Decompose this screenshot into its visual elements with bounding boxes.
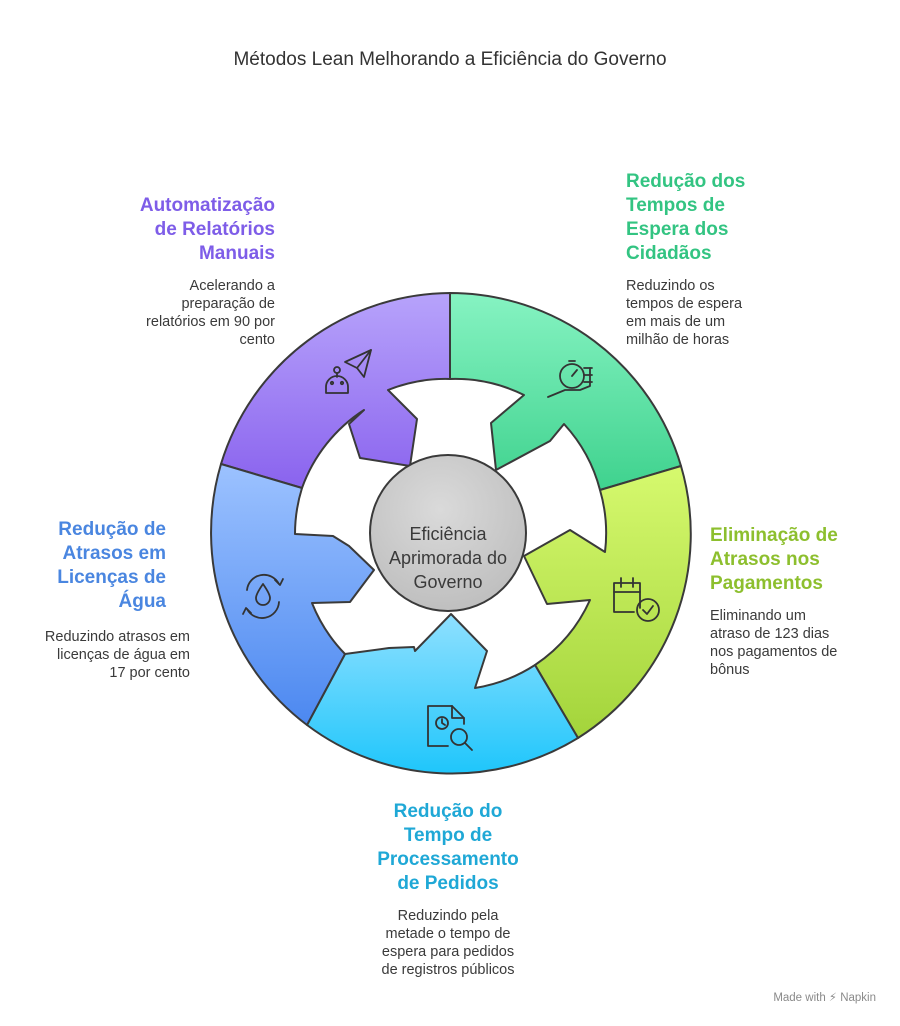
desc-espera-cidadaos: Reduzindo os tempos de espera em mais de… (626, 278, 743, 348)
document-clock-search-icon (427, 705, 473, 751)
desc-atrasos-pagamentos: Eliminando um atraso de 123 dias nos pag… (710, 608, 838, 678)
heading-licencas-agua: Redução de Atrasos em Licenças de Água (57, 519, 166, 612)
diagram-title: Métodos Lean Melhorando a Eficiência do … (233, 49, 667, 70)
desc-automatizacao: Acelerando a preparação de relatórios em… (146, 278, 275, 348)
center-circle (369, 454, 527, 612)
desc-processamento-pedidos: Reduzindo pela metade o tempo de espera … (381, 908, 515, 978)
stopwatch-hand-icon (547, 360, 593, 398)
heading-atrasos-pagamentos: Eliminação de Atrasos nos Pagamentos (710, 525, 838, 594)
heading-automatizacao: Automatização de Relatórios Manuais (139, 195, 275, 264)
center-label: Eficiência Aprimorada do Governo (388, 524, 508, 592)
heading-espera-cidadaos: Redução dos Tempos de Espera dos Cidadão… (626, 171, 746, 264)
robot-paper-plane-icon (325, 349, 372, 394)
segment-cyan (306, 613, 579, 775)
water-drop-cycle-icon (242, 573, 284, 619)
calendar-check-icon (613, 577, 660, 622)
heading-processamento-pedidos: Redução do Tempo de Processamento de Ped… (377, 801, 519, 894)
desc-licencas-agua: Reduzindo atrasos em licenças de água em… (44, 629, 190, 681)
napkin-watermark: Made with ⚡ Napkin (773, 992, 876, 1004)
segment-blue (210, 463, 375, 726)
